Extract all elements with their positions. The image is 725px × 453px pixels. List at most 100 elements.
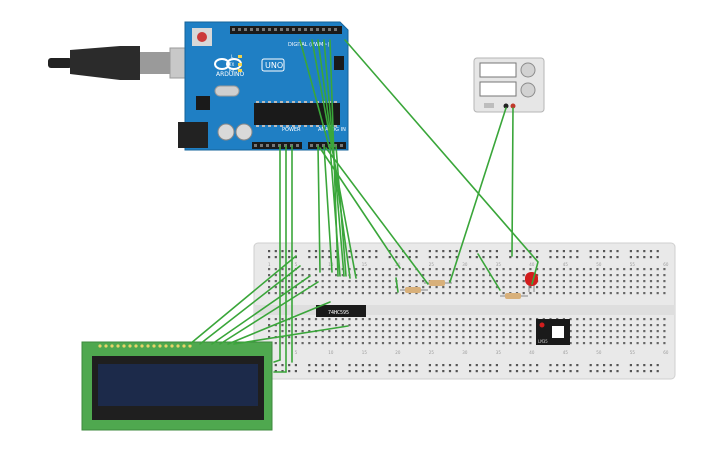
- breadboard-hole[interactable]: [636, 286, 639, 289]
- breadboard-hole[interactable]: [361, 364, 364, 367]
- breadboard-hole[interactable]: [636, 336, 639, 339]
- breadboard-hole[interactable]: [415, 250, 418, 253]
- breadboard-hole[interactable]: [569, 286, 572, 289]
- breadboard-hole[interactable]: [522, 280, 525, 283]
- breadboard-hole[interactable]: [462, 330, 465, 333]
- breadboard-hole[interactable]: [281, 274, 284, 277]
- breadboard-hole[interactable]: [428, 324, 431, 327]
- breadboard-hole[interactable]: [341, 292, 344, 295]
- breadboard-hole[interactable]: [509, 330, 512, 333]
- breadboard-hole[interactable]: [475, 364, 478, 367]
- breadboard-hole[interactable]: [663, 324, 666, 327]
- breadboard-hole[interactable]: [321, 274, 324, 277]
- breadboard-hole[interactable]: [368, 256, 371, 259]
- breadboard-hole[interactable]: [636, 268, 639, 271]
- breadboard-hole[interactable]: [328, 268, 331, 271]
- breadboard-hole[interactable]: [462, 286, 465, 289]
- breadboard-hole[interactable]: [448, 274, 452, 277]
- breadboard-hole[interactable]: [469, 274, 472, 277]
- breadboard-hole[interactable]: [395, 370, 398, 373]
- breadboard-hole[interactable]: [475, 250, 478, 253]
- breadboard-hole[interactable]: [375, 268, 378, 271]
- breadboard-hole[interactable]: [536, 370, 539, 373]
- breadboard-hole[interactable]: [408, 274, 411, 277]
- breadboard-hole[interactable]: [589, 330, 592, 333]
- breadboard-hole[interactable]: [609, 286, 612, 289]
- breadboard-hole[interactable]: [435, 330, 438, 333]
- breadboard-hole[interactable]: [442, 286, 445, 289]
- breadboard-hole[interactable]: [469, 324, 472, 327]
- breadboard-hole[interactable]: [582, 292, 586, 295]
- breadboard-hole[interactable]: [616, 336, 619, 339]
- breadboard-hole[interactable]: [448, 364, 452, 367]
- breadboard-hole[interactable]: [469, 364, 472, 367]
- breadboard-hole[interactable]: [361, 336, 364, 339]
- breadboard-hole[interactable]: [629, 250, 632, 253]
- lcd-pin[interactable]: [110, 344, 114, 348]
- lcd-pin[interactable]: [128, 344, 132, 348]
- header-pin[interactable]: [266, 144, 269, 147]
- breadboard-hole[interactable]: [576, 250, 579, 253]
- breadboard-hole[interactable]: [649, 330, 653, 333]
- breadboard-hole[interactable]: [649, 318, 653, 321]
- breadboard-hole[interactable]: [636, 330, 639, 333]
- breadboard-hole[interactable]: [576, 256, 579, 259]
- breadboard-hole[interactable]: [469, 318, 472, 321]
- temperature-sensor[interactable]: LM35: [536, 319, 570, 345]
- breadboard-hole[interactable]: [321, 250, 324, 253]
- breadboard-hole[interactable]: [281, 292, 284, 295]
- breadboard-hole[interactable]: [515, 370, 519, 373]
- breadboard-hole[interactable]: [288, 342, 291, 345]
- breadboard-hole[interactable]: [361, 292, 364, 295]
- breadboard-hole[interactable]: [616, 280, 619, 283]
- breadboard-hole[interactable]: [455, 268, 458, 271]
- breadboard-hole[interactable]: [408, 324, 411, 327]
- breadboard-hole[interactable]: [395, 268, 398, 271]
- breadboard-hole[interactable]: [314, 280, 318, 283]
- breadboard-hole[interactable]: [314, 336, 318, 339]
- breadboard-hole[interactable]: [556, 268, 559, 271]
- breadboard-hole[interactable]: [402, 342, 405, 345]
- breadboard-hole[interactable]: [435, 292, 438, 295]
- breadboard-hole[interactable]: [348, 280, 351, 283]
- breadboard-hole[interactable]: [469, 330, 472, 333]
- breadboard-hole[interactable]: [268, 286, 271, 289]
- breadboard-hole[interactable]: [288, 370, 291, 373]
- breadboard-hole[interactable]: [402, 336, 405, 339]
- breadboard-hole[interactable]: [294, 336, 297, 339]
- breadboard-hole[interactable]: [469, 370, 472, 373]
- breadboard-hole[interactable]: [395, 286, 398, 289]
- resistor-1[interactable]: [400, 287, 428, 293]
- breadboard-hole[interactable]: [596, 330, 599, 333]
- breadboard-hole[interactable]: [656, 342, 659, 345]
- breadboard-hole[interactable]: [542, 292, 545, 295]
- breadboard-hole[interactable]: [415, 370, 418, 373]
- breadboard-hole[interactable]: [341, 286, 344, 289]
- breadboard-hole[interactable]: [274, 250, 277, 253]
- breadboard-hole[interactable]: [355, 364, 358, 367]
- wire[interactable]: [511, 107, 514, 257]
- breadboard-hole[interactable]: [589, 370, 592, 373]
- breadboard-hole[interactable]: [522, 330, 525, 333]
- breadboard-hole[interactable]: [589, 292, 592, 295]
- breadboard-hole[interactable]: [589, 364, 592, 367]
- breadboard-hole[interactable]: [314, 342, 318, 345]
- breadboard-hole[interactable]: [335, 364, 338, 367]
- breadboard-hole[interactable]: [388, 250, 391, 253]
- breadboard-hole[interactable]: [576, 286, 579, 289]
- header-pin[interactable]: [272, 144, 275, 147]
- breadboard-hole[interactable]: [274, 342, 277, 345]
- breadboard-hole[interactable]: [636, 250, 639, 253]
- breadboard-hole[interactable]: [623, 292, 626, 295]
- breadboard-hole[interactable]: [308, 250, 311, 253]
- lcd-pin[interactable]: [152, 344, 156, 348]
- breadboard-hole[interactable]: [455, 286, 458, 289]
- breadboard-hole[interactable]: [589, 336, 592, 339]
- breadboard-hole[interactable]: [348, 324, 351, 327]
- breadboard-hole[interactable]: [455, 342, 458, 345]
- breadboard-hole[interactable]: [301, 268, 304, 271]
- breadboard-hole[interactable]: [395, 318, 398, 321]
- breadboard-hole[interactable]: [361, 274, 364, 277]
- breadboard-hole[interactable]: [288, 336, 291, 339]
- breadboard-hole[interactable]: [388, 324, 391, 327]
